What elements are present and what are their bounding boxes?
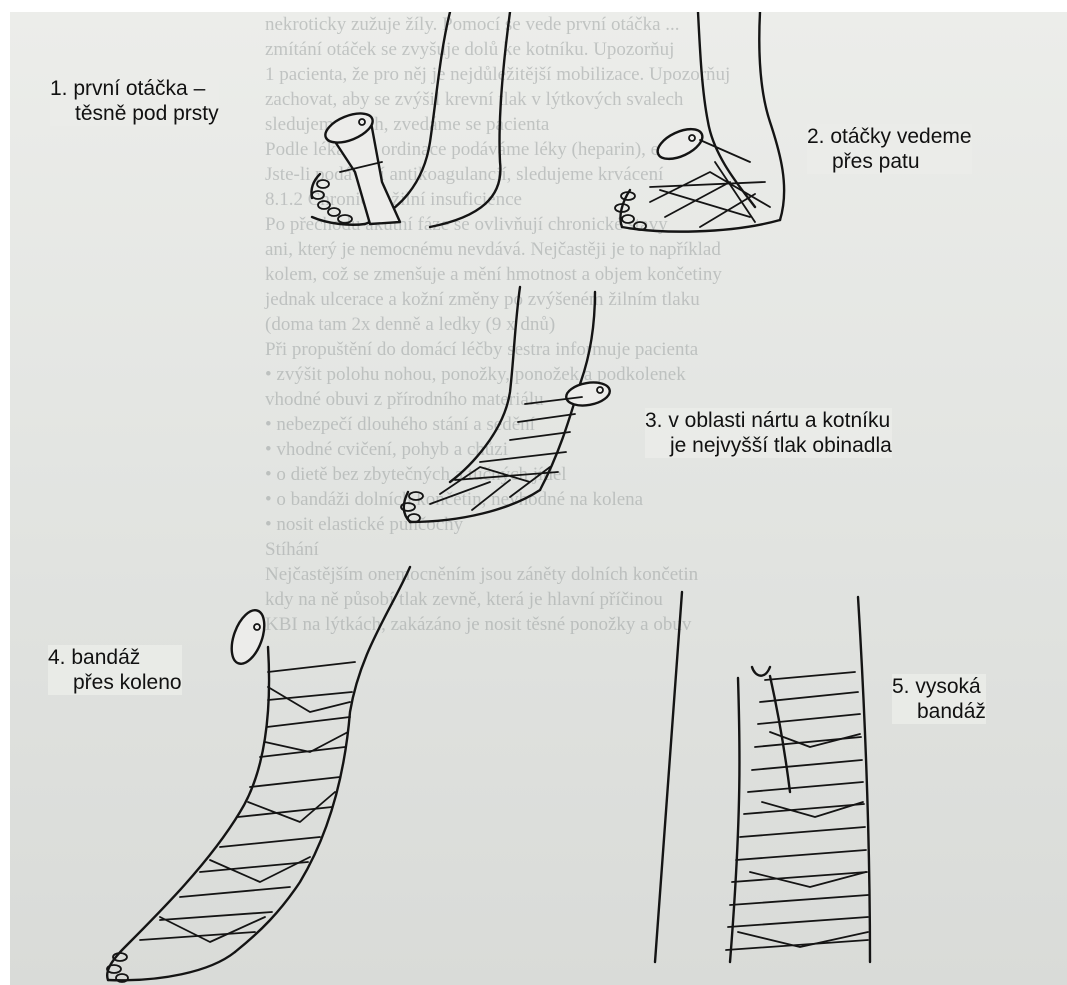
figure-step4-leg [107, 567, 410, 982]
caption-step2: 2. otáčky vedeme přes patu [807, 124, 972, 174]
textbook-page: nekroticky zužuje žíly. Pomocí se vede p… [10, 12, 1067, 985]
caption-step1-line2: těsně pod prsty [50, 101, 219, 126]
caption-step2-line1: 2. otáčky vedeme [807, 124, 972, 149]
caption-step3: 3. v oblasti nártu a kotníku je nejvyšší… [645, 408, 892, 458]
figure-step5-legs [655, 592, 870, 962]
caption-step4-line2: přes koleno [48, 670, 182, 695]
figure-step1-foot [311, 12, 510, 227]
figure-step3-foot [401, 287, 612, 522]
caption-step1: 1. první otáčka – těsně pod prsty [50, 76, 219, 126]
caption-step5-line1: 5. vysoká [892, 674, 986, 699]
caption-step5: 5. vysoká bandáž [892, 674, 986, 724]
caption-step3-line1: 3. v oblasti nártu a kotníku [645, 408, 892, 433]
figure-step2-foot [615, 12, 784, 232]
caption-step4: 4. bandáž přes koleno [48, 645, 182, 695]
caption-step2-line2: přes patu [807, 149, 972, 174]
caption-step4-line1: 4. bandáž [48, 645, 182, 670]
caption-step3-line2: je nejvyšší tlak obinadla [645, 433, 892, 458]
caption-step5-line2: bandáž [892, 699, 986, 724]
caption-step1-line1: 1. první otáčka – [50, 76, 219, 101]
